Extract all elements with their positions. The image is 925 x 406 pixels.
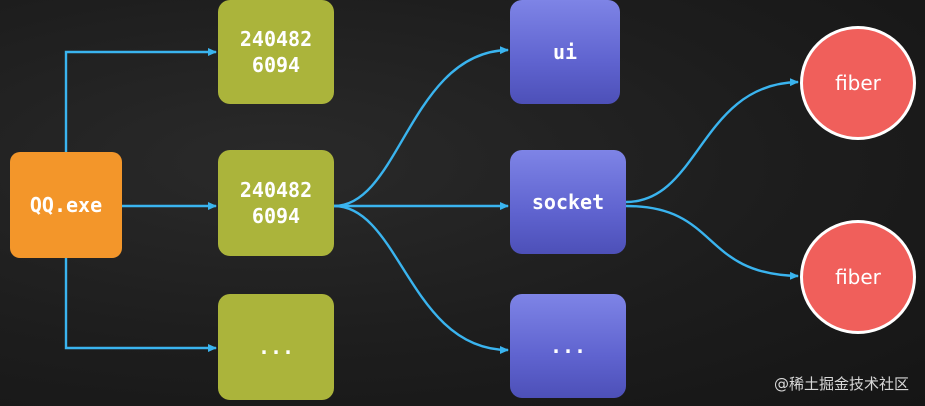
arrow-thread-to-module-ui [333, 46, 509, 208]
thread-label: ... [257, 335, 295, 359]
watermark: @稀土掘金技术社区 [773, 375, 909, 393]
process-node: QQ.exe [10, 152, 122, 258]
module-label: ui [552, 40, 578, 64]
fiber-node-2: fiber [800, 220, 916, 334]
fiber-label: fiber [835, 71, 881, 95]
thread-node-1: 240482 6094 [218, 0, 334, 104]
module-label: ... [549, 334, 587, 358]
thread-node-2: 240482 6094 [218, 150, 334, 256]
module-node-ui: ui [510, 0, 620, 104]
arrow-socket-to-fiber-1 [625, 78, 799, 204]
module-node-more: ... [510, 294, 626, 398]
process-label: QQ.exe [29, 193, 103, 217]
module-node-socket: socket [510, 150, 626, 254]
thread-label: 240482 6094 [239, 27, 313, 77]
fiber-node-1: fiber [800, 26, 916, 140]
fiber-label: fiber [835, 265, 881, 289]
arrow-socket-to-fiber-2 [625, 204, 799, 280]
module-label: socket [531, 190, 605, 214]
thread-label: 240482 6094 [239, 178, 313, 228]
arrow-process-to-thread-1 [64, 48, 217, 152]
thread-node-3: ... [218, 294, 334, 400]
arrow-process-to-thread-3 [64, 258, 217, 352]
arrow-thread-to-module-more [333, 204, 509, 354]
